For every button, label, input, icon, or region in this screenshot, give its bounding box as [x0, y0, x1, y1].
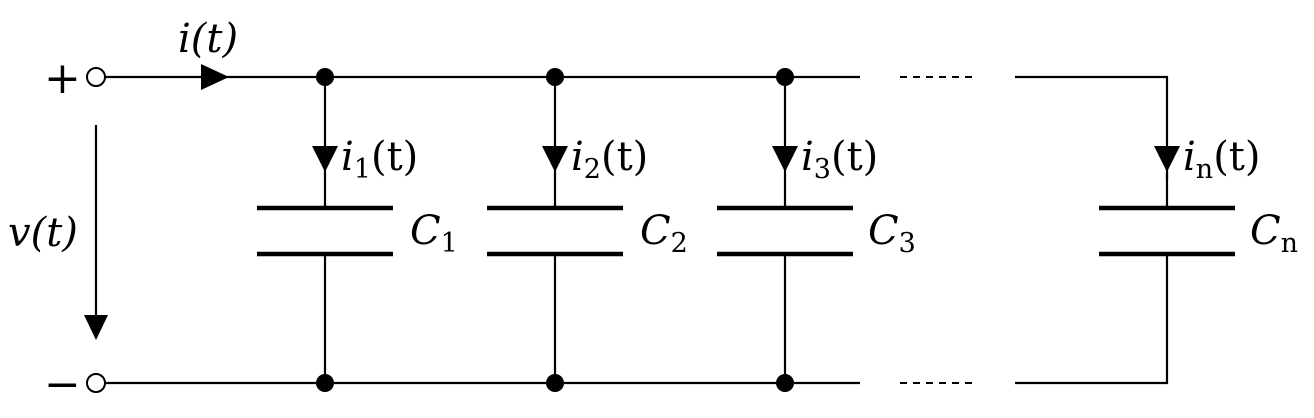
branch-current-label: in(t) [1183, 134, 1260, 185]
branch-1: i1(t) C1 [257, 68, 458, 392]
input-current-label: i(t) [178, 16, 238, 62]
negative-terminal [86, 373, 106, 393]
junction-node-top [316, 68, 334, 86]
capacitor-label: C1 [410, 208, 458, 259]
voltage-label: v(t) [8, 210, 78, 256]
junction-node-bottom [776, 374, 794, 392]
branch-current-arrow-icon [542, 146, 568, 172]
branch-current-label: i1(t) [341, 134, 418, 185]
capacitor-label: C3 [868, 208, 916, 259]
capacitor-label: Cn [1250, 208, 1298, 259]
input-current-arrow-icon [201, 64, 229, 90]
voltage-arrow-icon [84, 315, 108, 340]
junction-node-bottom [316, 374, 334, 392]
branch-current-arrow-icon [312, 146, 338, 172]
branch-current-label: i3(t) [801, 134, 878, 185]
branch-current-arrow-icon [772, 146, 798, 172]
branch-3: i3(t) C3 [717, 68, 916, 392]
branch-2: i2(t) C2 [487, 68, 688, 392]
junction-node-top [546, 68, 564, 86]
junction-node-top [776, 68, 794, 86]
top-rail-end [1015, 75, 1169, 180]
branch-current-arrow-icon [1154, 146, 1180, 172]
branch-current-label: i2(t) [571, 134, 648, 185]
bottom-rail-end [1015, 253, 1169, 385]
branch-n: in(t) Cn [1099, 134, 1298, 259]
minus-sign: − [44, 359, 81, 410]
plus-sign: + [44, 53, 81, 104]
junction-node-bottom [546, 374, 564, 392]
capacitor-label: C2 [640, 208, 688, 259]
positive-terminal [86, 67, 106, 87]
